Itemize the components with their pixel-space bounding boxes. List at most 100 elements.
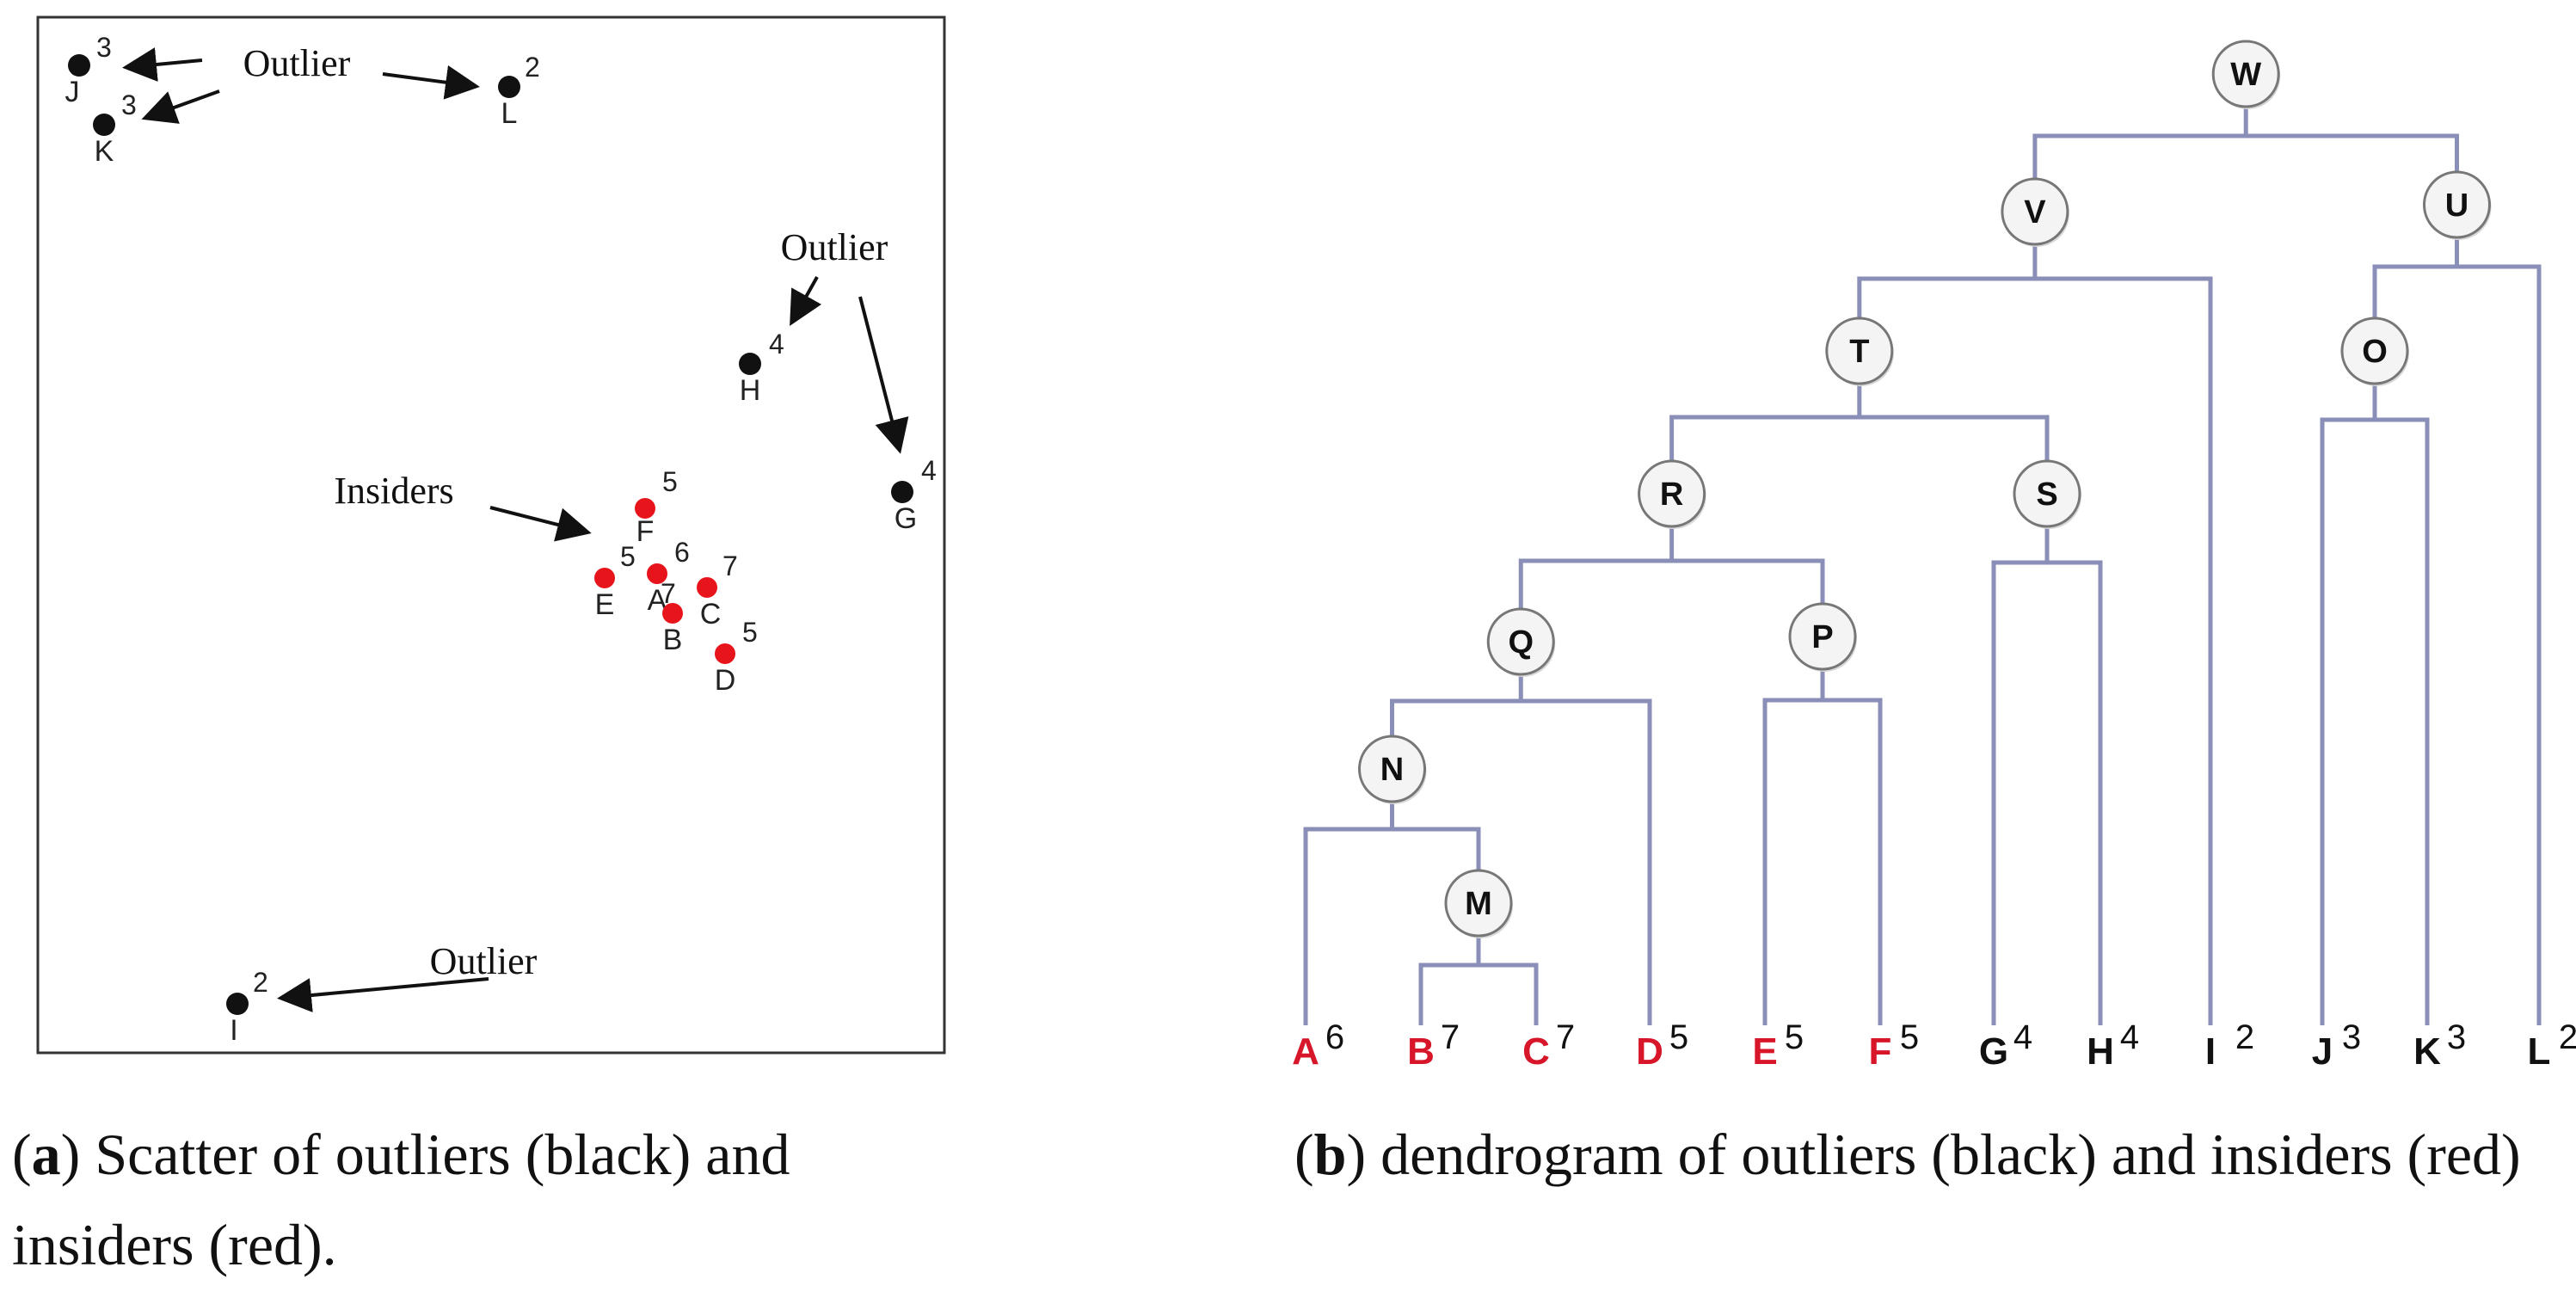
dendrogram-node-label: M: [1465, 886, 1492, 922]
dendrogram-node-label: R: [1660, 477, 1683, 513]
dendrogram-link-w: [2032, 107, 2459, 179]
scatter-point-value-g: 4: [921, 455, 937, 486]
dendrogram-link-v: [1857, 244, 2213, 1025]
dendrogram-leaf-g: G: [1979, 1030, 2008, 1073]
dendrogram-leaf-value-i: 2: [2235, 1018, 2254, 1056]
annotation-arrow-1: [122, 47, 203, 82]
dendrogram-link-n: [1303, 802, 1481, 1025]
scatter-point-h: [739, 353, 761, 375]
annotation-arrow-2: [141, 89, 220, 124]
dendrogram-node-label: Q: [1508, 624, 1534, 661]
dendrogram-node-circle: [2001, 177, 2069, 246]
dendrogram-node-circle: [1825, 317, 1894, 385]
scatter-point-value-l: 2: [525, 52, 540, 83]
dendrogram-node-u: U: [2423, 170, 2492, 240]
dendrogram-node-n: N: [1358, 735, 1427, 804]
dendrogram-leaf-j: J: [2312, 1030, 2333, 1073]
caption-a: (a) Scatter of outliers (black) and insi…: [12, 1122, 790, 1278]
scatter-point-label-d: D: [715, 664, 736, 697]
scatter-point-label-i: I: [230, 1014, 237, 1047]
dendrogram-node-circle: [2340, 317, 2409, 385]
scatter-point-label-j: J: [65, 76, 80, 108]
dendrogram-node-s: S: [2013, 459, 2081, 529]
dendrogram-link-t: [1669, 384, 2050, 461]
annotation-arrow-7: [489, 506, 592, 542]
dendrogram-leaf-a: A: [1292, 1030, 1319, 1073]
scatter-point-c: [697, 577, 717, 598]
caption-b: (b) dendrogram of outliers (black) and i…: [1294, 1122, 2521, 1187]
scatter-point-b: [662, 603, 683, 624]
dendrogram-node-label: S: [2036, 477, 2057, 513]
dendrogram-node-circle: [1358, 735, 1426, 803]
dendrogram-node-circle: [2423, 170, 2491, 239]
scatter-point-a: [647, 563, 667, 584]
scatter-point-i: [226, 993, 249, 1015]
scatter-point-value-i: 2: [253, 967, 268, 998]
dendrogram-links: [1303, 107, 2542, 1025]
dendrogram-node-v: V: [2001, 177, 2069, 247]
caption-a-letter: a: [31, 1122, 61, 1187]
annotation-arrow-4: [790, 276, 822, 326]
scatter-point-g: [891, 481, 913, 503]
scatter-point-d: [715, 643, 735, 664]
dendrogram-link-r: [1518, 526, 1825, 609]
dendrogram-leaf-f: F: [1869, 1030, 1892, 1073]
dendrogram-node-label: W: [2230, 57, 2261, 93]
dendrogram-node-label: N: [1380, 752, 1404, 788]
scatter-point-value-f: 5: [662, 466, 678, 497]
scatter-point-j: [68, 54, 90, 77]
dendrogram-leaf-value-j: 3: [2342, 1018, 2361, 1056]
scatter-point-value-b: 7: [661, 578, 676, 609]
dendrogram-link-s: [1991, 526, 2103, 1025]
dendrogram-leaf-value-h: 4: [2120, 1018, 2139, 1056]
scatter-point-label-f: F: [636, 515, 655, 548]
scatter-point-label-l: L: [501, 97, 518, 130]
dendrogram-node-label: T: [1849, 334, 1869, 370]
dendrogram-node-circle: [1444, 869, 1513, 938]
dendrogram-link-m: [1418, 936, 1539, 1025]
dendrogram-leaf-value-l: 2: [2559, 1018, 2576, 1056]
dendrogram-leaf-value-e: 5: [1785, 1018, 1804, 1056]
scatter-point-label-k: K: [95, 135, 114, 168]
dendrogram-leaf-value-b: 7: [1441, 1018, 1460, 1056]
scatter-point-label-c: C: [700, 598, 722, 630]
dendrogram-node-label: U: [2445, 188, 2468, 224]
dendrogram-node-circle: [1638, 459, 1706, 528]
scatter-point-value-a: 6: [674, 537, 690, 568]
dendrogram-leaf-c: C: [1522, 1030, 1550, 1073]
scatter-point-label-b: B: [663, 624, 683, 656]
dendrogram-node-m: M: [1444, 869, 1513, 938]
dendrogram-node-w: W: [2211, 40, 2281, 109]
dendrogram-leaf-k: K: [2413, 1030, 2441, 1073]
scatter-point-label-e: E: [595, 588, 615, 621]
dendrogram-leaf-value-g: 4: [2013, 1018, 2032, 1056]
outlier-annotation-1: Outlier: [243, 42, 351, 84]
dendrogram-link-p: [1762, 669, 1883, 1025]
scatter-point-value-d: 5: [742, 617, 758, 648]
dendrogram-node-circle: [2013, 459, 2081, 528]
scatter-point-value-k: 3: [121, 89, 137, 120]
dendrogram-node-label: V: [2024, 194, 2046, 231]
caption-b-text: dendrogram of outliers (black) and insid…: [1366, 1122, 2521, 1187]
scatter-point-label-g: G: [895, 502, 917, 535]
scatter-point-f: [635, 498, 655, 519]
dendrogram-link-o: [2320, 384, 2430, 1025]
scatter-point-label-a: A: [648, 584, 667, 617]
outlier-annotation-2: Outlier: [781, 226, 888, 268]
dendrogram-node-o: O: [2340, 317, 2409, 386]
dendrogram-leaf-l: L: [2528, 1030, 2551, 1073]
insiders-annotation: Insiders: [334, 470, 453, 512]
scatter-point-label-h: H: [740, 374, 761, 407]
dendrogram-leaf-value-k: 3: [2447, 1018, 2466, 1056]
dendrogram-leaf-value-a: 6: [1325, 1018, 1344, 1056]
scatter-point-k: [93, 114, 115, 136]
dendrogram-leaf-e: E: [1752, 1030, 1777, 1073]
scatter-point-value-c: 7: [722, 550, 738, 581]
dendrogram-leaf-value-d: 5: [1669, 1018, 1688, 1056]
